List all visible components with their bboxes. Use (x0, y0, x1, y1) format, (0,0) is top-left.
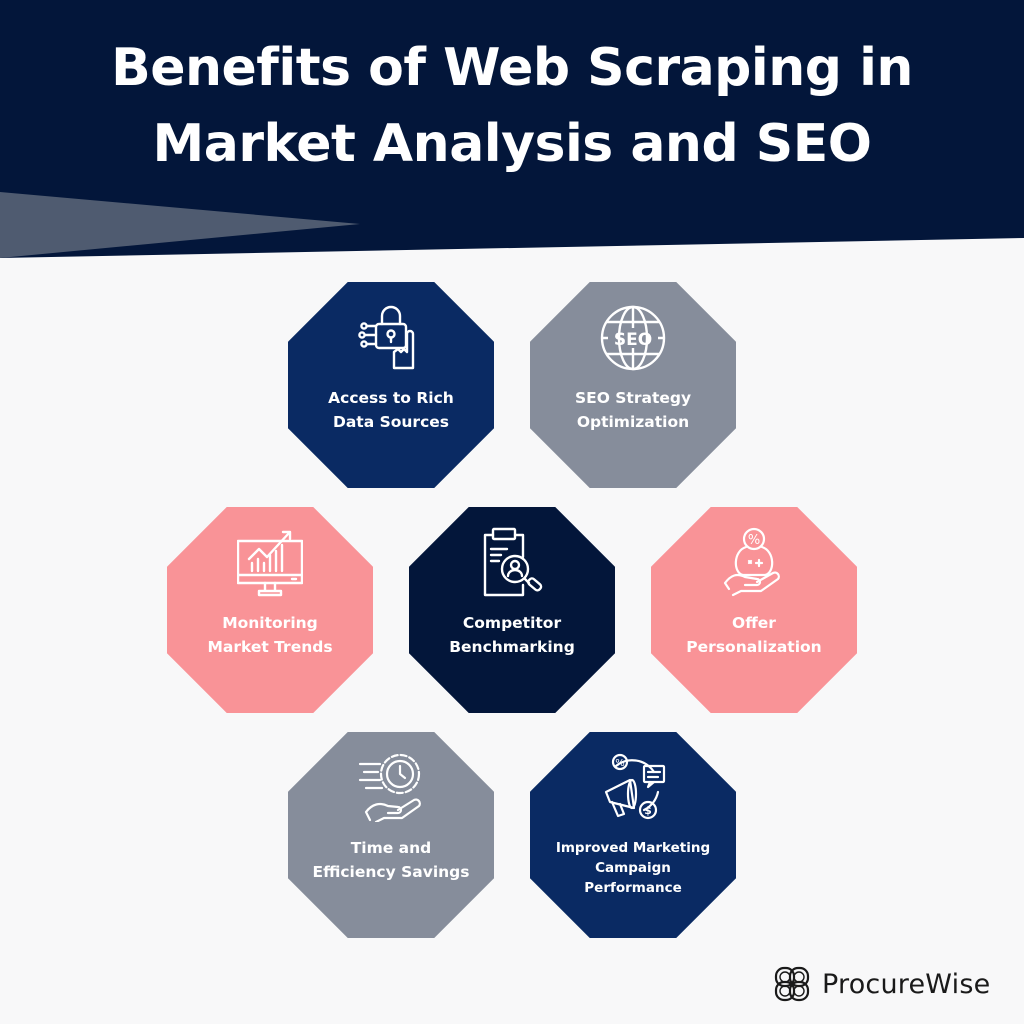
header-background-shape (0, 0, 1024, 258)
benefit-label: Monitoring Market Trends (207, 614, 333, 656)
brand-logo: ProcureWise (772, 964, 990, 1004)
knot-logo-icon (774, 966, 810, 1002)
page-title: Benefits of Web Scraping in Market Analy… (0, 30, 1024, 182)
brand-name: ProcureWise (822, 968, 991, 1000)
svg-text:SEO: SEO (614, 330, 652, 350)
header-banner: Benefits of Web Scraping in Market Analy… (0, 0, 1024, 260)
benefit-label: Competitor Benchmarking (449, 614, 575, 656)
svg-text:%: % (615, 758, 625, 769)
benefit-offer-personalization: % Offer Personalization (651, 507, 857, 713)
benefit-label: Time and Efficiency Savings (312, 839, 470, 881)
benefit-monitoring-trends: Monitoring Market Trends (167, 507, 373, 713)
monitor-chart-icon (237, 530, 303, 597)
benefit-time-efficiency: Time and Efficiency Savings (288, 732, 494, 938)
title-line-2: Market Analysis and SEO (152, 114, 872, 174)
svg-text:%: % (748, 533, 760, 548)
benefit-label: Offer Personalization (686, 614, 822, 656)
benefit-competitor-benchmarking: Competitor Benchmarking (409, 507, 615, 713)
benefit-access-rich-data: Access to Rich Data Sources (288, 282, 494, 488)
benefit-label: Access to Rich Data Sources (328, 389, 454, 431)
megaphone-cycle-icon: % $ (604, 753, 666, 820)
benefit-seo-strategy: SEO SEO Strategy Optimization (530, 282, 736, 488)
svg-text:$: $ (644, 804, 652, 817)
hand-offer-icon: % (723, 527, 780, 597)
seo-globe-icon: SEO (600, 305, 666, 371)
benefit-label: SEO Strategy Optimization (574, 389, 692, 431)
benefit-marketing-performance: % $ Improved Marketing Campaign Performa… (530, 732, 736, 938)
benefit-label: Improved Marketing Campaign Performance (555, 840, 711, 896)
title-line-1: Benefits of Web Scraping in (111, 38, 913, 98)
clipboard-search-icon (483, 527, 543, 597)
hand-clock-gear-icon (358, 753, 421, 822)
lock-data-hand-icon (358, 305, 415, 370)
